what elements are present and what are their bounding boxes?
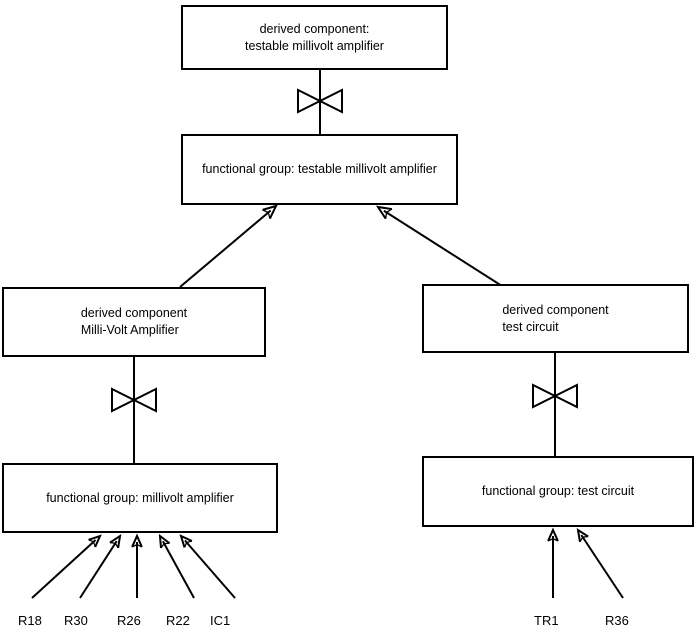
leaf-r36-arrowhead-icon-barb [579, 535, 589, 543]
node-box-derived-mv-amp[interactable]: derived component Milli-Volt Amplifier [2, 287, 266, 357]
leaf-r36-arrowhead-icon [576, 527, 589, 543]
conn-arrow-mv-to-fg-arrowhead-icon-barb [262, 209, 271, 219]
leaf-r36-arrowhead-icon-stroke [576, 527, 589, 543]
conn-bowtie-right-bowtie-icon-left-triangle [532, 383, 558, 409]
node-label-fg-mv-amp: functional group: millivolt amplifier [46, 490, 234, 505]
leaf-r18-line [31, 539, 97, 599]
leaf-r30-arrowhead-icon-stroke [109, 533, 122, 549]
leaf-ic1-line [184, 539, 236, 599]
conn-bowtie-left-bowtie-icon-left-triangle [111, 387, 137, 413]
leaf-label-leaf-tr1: TR1 [534, 613, 559, 628]
leaf-label-leaf-ic1: IC1 [210, 613, 231, 628]
leaf-r26-arrowhead-icon-barb [131, 543, 143, 548]
conn-arrow-tc-to-fg-arrowhead-icon-stroke [375, 205, 392, 220]
leaf-r36-line [580, 534, 624, 599]
leaf-r18-arrowhead-icon [88, 534, 102, 548]
conn-bowtie-left-bowtie-icon [111, 387, 157, 413]
conn-arrow-mv-to-fg-arrowhead-icon-stroke [262, 204, 278, 220]
node-box-fg-mv-amp[interactable]: functional group: millivolt amplifier [2, 463, 278, 533]
conn-bowtie-top-bowtie-icon-right-triangle [317, 88, 343, 114]
conn-bowtie-top-bowtie-icon [297, 88, 343, 114]
leaf-r22-arrowhead-icon [158, 533, 171, 549]
leaf-r22-arrowhead-icon-barb [160, 542, 170, 549]
node-box-derived-test-circuit[interactable]: derived component test circuit [422, 284, 689, 353]
leaf-r22-arrowhead-icon-stroke [158, 533, 171, 549]
node-box-fg-test-circuit[interactable]: functional group: test circuit [422, 456, 694, 527]
leaf-r26-arrowhead-icon-stroke [131, 533, 143, 548]
node-box-fg-testable-mv-amp[interactable]: functional group: testable millivolt amp… [181, 134, 458, 205]
node-box-derived-testable-mv-amp[interactable]: derived component: testable millivolt am… [181, 5, 448, 70]
leaf-label-leaf-r18: R18 [18, 613, 42, 628]
leaf-label-leaf-r30: R30 [64, 613, 88, 628]
leaf-ic1-arrowhead-icon [179, 534, 193, 548]
node-label-derived-mv-amp: derived component Milli-Volt Amplifier [80, 306, 188, 337]
leaf-r26-arrowhead-icon [131, 533, 143, 548]
leaf-label-leaf-r22: R22 [166, 613, 190, 628]
conn-arrow-tc-to-fg-arrowhead-icon [375, 205, 393, 220]
leaf-r18-arrowhead-icon-barb [88, 539, 96, 548]
node-label-derived-test-circuit: derived component test circuit [502, 302, 609, 334]
leaf-ic1-arrowhead-icon-stroke [179, 534, 193, 548]
node-label-derived-testable-mv-amp: derived component: testable millivolt am… [245, 21, 384, 53]
conn-bowtie-top-bowtie-icon-left-triangle [297, 88, 323, 114]
node-label-fg-test-circuit: functional group: test circuit [481, 484, 635, 498]
leaf-tr1-arrowhead-icon-barb [547, 537, 559, 542]
leaf-r18-arrowhead-icon-stroke [88, 534, 102, 548]
leaf-tr1-arrowhead-icon [547, 527, 559, 542]
conn-arrow-tc-to-fg-arrowhead-icon-barb [385, 208, 393, 219]
leaf-label-leaf-r26: R26 [117, 613, 141, 628]
conn-bowtie-left-bowtie-icon-right-triangle [131, 387, 157, 413]
leaf-r30-arrowhead-icon-barb [109, 541, 119, 549]
conn-bowtie-right-bowtie-icon-right-triangle [552, 383, 578, 409]
conn-arrow-mv-to-fg-line [179, 209, 272, 288]
leaf-r30-arrowhead-icon [109, 533, 122, 549]
node-label-fg-testable-mv-amp: functional group: testable millivolt amp… [202, 162, 437, 176]
conn-arrow-tc-to-fg-line [383, 209, 503, 287]
leaf-tr1-arrowhead-icon-stroke [547, 527, 559, 542]
leaf-r30-line [79, 540, 118, 599]
leaf-r22-line [162, 540, 195, 599]
conn-arrow-mv-to-fg-arrowhead-icon [262, 204, 278, 220]
leaf-label-leaf-r36: R36 [605, 613, 629, 628]
conn-bowtie-right-bowtie-icon [532, 383, 578, 409]
leaf-ic1-arrowhead-icon-barb [183, 540, 193, 548]
